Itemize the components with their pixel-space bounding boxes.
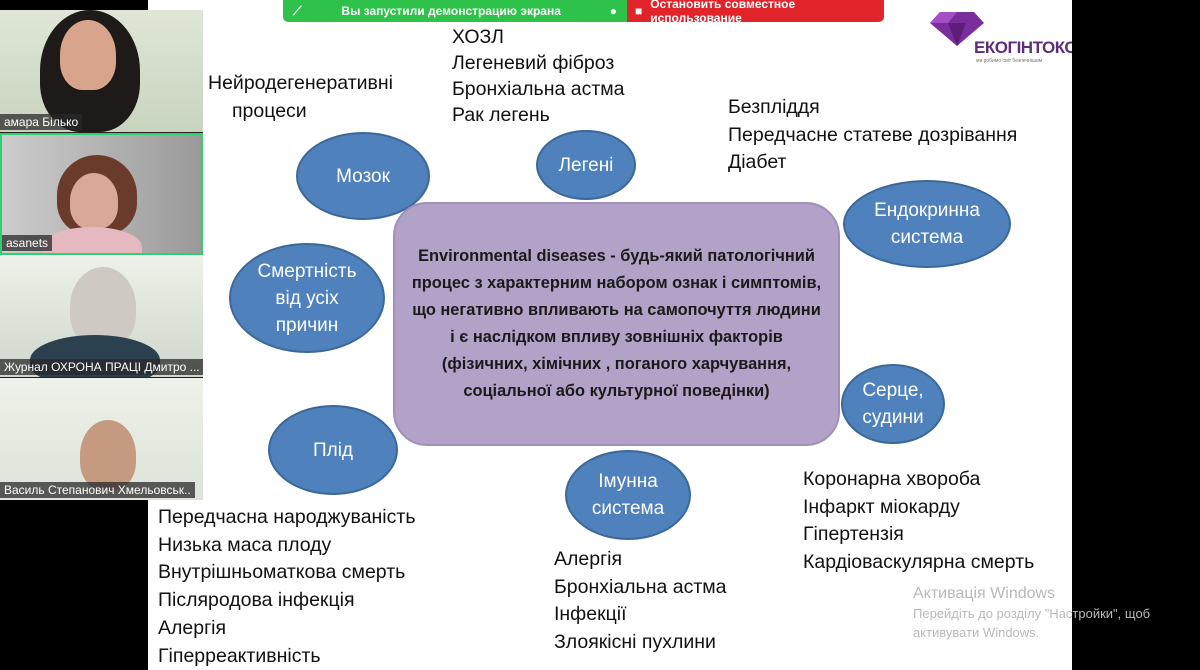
screen-share-bar: ⟋ Вы запустили демонстрацию экрана ● ■Оста… xyxy=(283,0,884,22)
node-brain: Мозок xyxy=(296,132,430,220)
participant-tile[interactable]: Журнал ОХРОНА ПРАЦІ Дмитро ... xyxy=(0,255,203,377)
gem-icon xyxy=(930,12,984,46)
participant-tile[interactable]: амара Білько xyxy=(0,10,203,132)
definition-box: Environmental diseases - будь-який патол… xyxy=(393,202,840,446)
shield-icon[interactable]: ● xyxy=(609,4,617,18)
windows-activation-watermark: Активація Windows Перейдіть до розділу "… xyxy=(913,585,1151,640)
node-heart: Серце, судини xyxy=(841,364,945,444)
node-endocrine: Ендокринна система xyxy=(843,180,1011,268)
node-fetus: Плід xyxy=(268,405,398,495)
share-status: Вы запустили демонстрацию экрана xyxy=(341,4,561,18)
participant-tile-active[interactable]: asanets xyxy=(0,133,203,255)
ecogintox-logo: ЕКОГІНТОКС ми робимо світ безпечнішим xyxy=(930,10,1072,68)
node-lungs: Легені xyxy=(536,130,636,200)
node-mortality: Смертність від усіх причин xyxy=(229,243,385,353)
pin-icon[interactable]: ⟋ xyxy=(293,3,302,18)
stop-icon: ■ xyxy=(635,4,643,18)
participant-tile[interactable]: Василь Степанович Хмельовськ.. xyxy=(0,378,203,500)
node-immune: Імунна система xyxy=(565,450,691,540)
stop-sharing-button[interactable]: ■Остановить совместное использование xyxy=(627,0,884,22)
participant-video-panel: амара Білько asanets Журнал ОХРОНА ПРАЦІ… xyxy=(0,10,203,500)
